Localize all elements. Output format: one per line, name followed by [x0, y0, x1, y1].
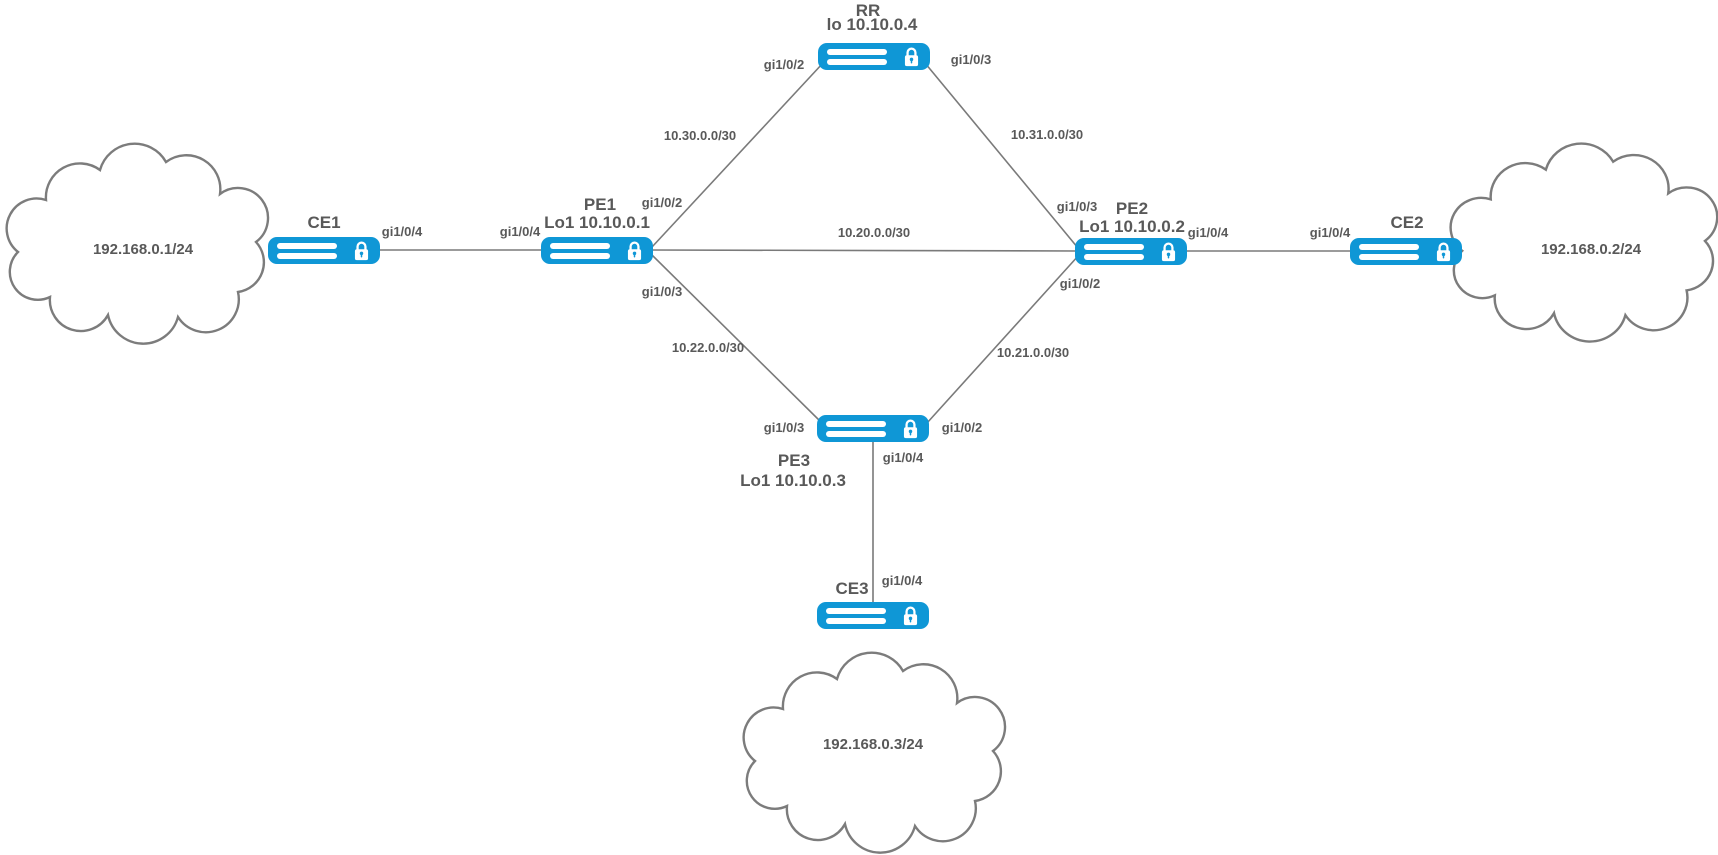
subnet-label-pe1-rr: 10.30.0.0/30	[663, 128, 737, 143]
router-ports	[268, 242, 351, 259]
router-ports	[1075, 243, 1158, 260]
node-label-pe1: PE1	[583, 195, 617, 214]
if-label-pe1-gi1-0-3: gi1/0/3	[641, 284, 683, 299]
subnet-label-rr-pe2: 10.31.0.0/30	[1010, 127, 1084, 142]
node-label-rr: RR	[855, 1, 881, 20]
loopback-label-rr: lo 10.10.0.4	[826, 15, 918, 34]
router-ce1[interactable]	[268, 237, 380, 264]
router-ports	[817, 607, 900, 624]
lock-icon	[354, 241, 369, 261]
lock-icon	[903, 419, 918, 439]
link-pe1-rr	[651, 62, 824, 248]
node-label-ce3: CE3	[835, 579, 869, 598]
router-ports	[1350, 243, 1433, 260]
if-label-pe2-gi1-0-3: gi1/0/3	[1056, 199, 1098, 214]
link-pe1-pe3	[650, 253, 823, 424]
cloud-label-bottom: 192.168.0.3/24	[822, 736, 924, 753]
link-pe2-pe3	[926, 254, 1080, 424]
cloud-label-right: 192.168.0.2/24	[1540, 241, 1642, 258]
loopback-label-pe2: Lo1 10.10.0.2	[1079, 217, 1185, 236]
router-pe3[interactable]	[817, 415, 929, 442]
node-label-pe2: PE2	[1115, 199, 1149, 218]
lock-icon	[627, 241, 642, 261]
if-label-ce1-gi1-0-4: gi1/0/4	[381, 224, 423, 239]
loopback-label-pe3: Lo1 10.10.0.3	[740, 471, 846, 490]
if-label-pe2-gi1-0-2: gi1/0/2	[1059, 276, 1101, 291]
node-label-ce2: CE2	[1390, 213, 1424, 232]
if-label-pe2-gi1-0-4: gi1/0/4	[1187, 225, 1229, 240]
if-label-rr-gi1-0-3: gi1/0/3	[950, 52, 992, 67]
if-label-pe3-gi1-0-3: gi1/0/3	[763, 420, 805, 435]
lock-icon	[904, 47, 919, 67]
subnet-label-pe1-pe3: 10.22.0.0/30	[671, 340, 745, 355]
subnet-label-pe1-pe2: 10.20.0.0/30	[837, 225, 911, 240]
link-pe1-pe2	[649, 249, 1079, 252]
if-label-pe3-gi1-0-2: gi1/0/2	[941, 420, 983, 435]
if-label-pe3-gi1-0-4: gi1/0/4	[882, 450, 924, 465]
router-ports	[818, 48, 901, 65]
if-label-pe1-gi1-0-2: gi1/0/2	[641, 195, 683, 210]
router-ports	[541, 242, 624, 259]
link-rr-pe2	[924, 62, 1079, 249]
if-label-rr-gi1-0-2: gi1/0/2	[763, 57, 805, 72]
router-ce2[interactable]	[1350, 238, 1462, 265]
cloud-label-left: 192.168.0.1/24	[92, 241, 194, 258]
router-rr[interactable]	[818, 43, 930, 70]
router-ports	[817, 420, 900, 437]
if-label-ce3-gi1-0-4: gi1/0/4	[881, 573, 923, 588]
lock-icon	[1161, 242, 1176, 262]
router-pe1[interactable]	[541, 237, 653, 264]
lock-icon	[1436, 242, 1451, 262]
subnet-label-pe2-pe3: 10.21.0.0/30	[996, 345, 1070, 360]
node-label-ce1: CE1	[307, 213, 341, 232]
node-label-pe3: PE3	[777, 451, 811, 470]
if-label-ce2-gi1-0-4: gi1/0/4	[1309, 225, 1351, 240]
lock-icon	[903, 606, 918, 626]
router-pe2[interactable]	[1075, 238, 1187, 265]
router-ce3[interactable]	[817, 602, 929, 629]
if-label-pe1-gi1-0-4: gi1/0/4	[499, 224, 541, 239]
loopback-label-pe1: Lo1 10.10.0.1	[544, 213, 650, 232]
